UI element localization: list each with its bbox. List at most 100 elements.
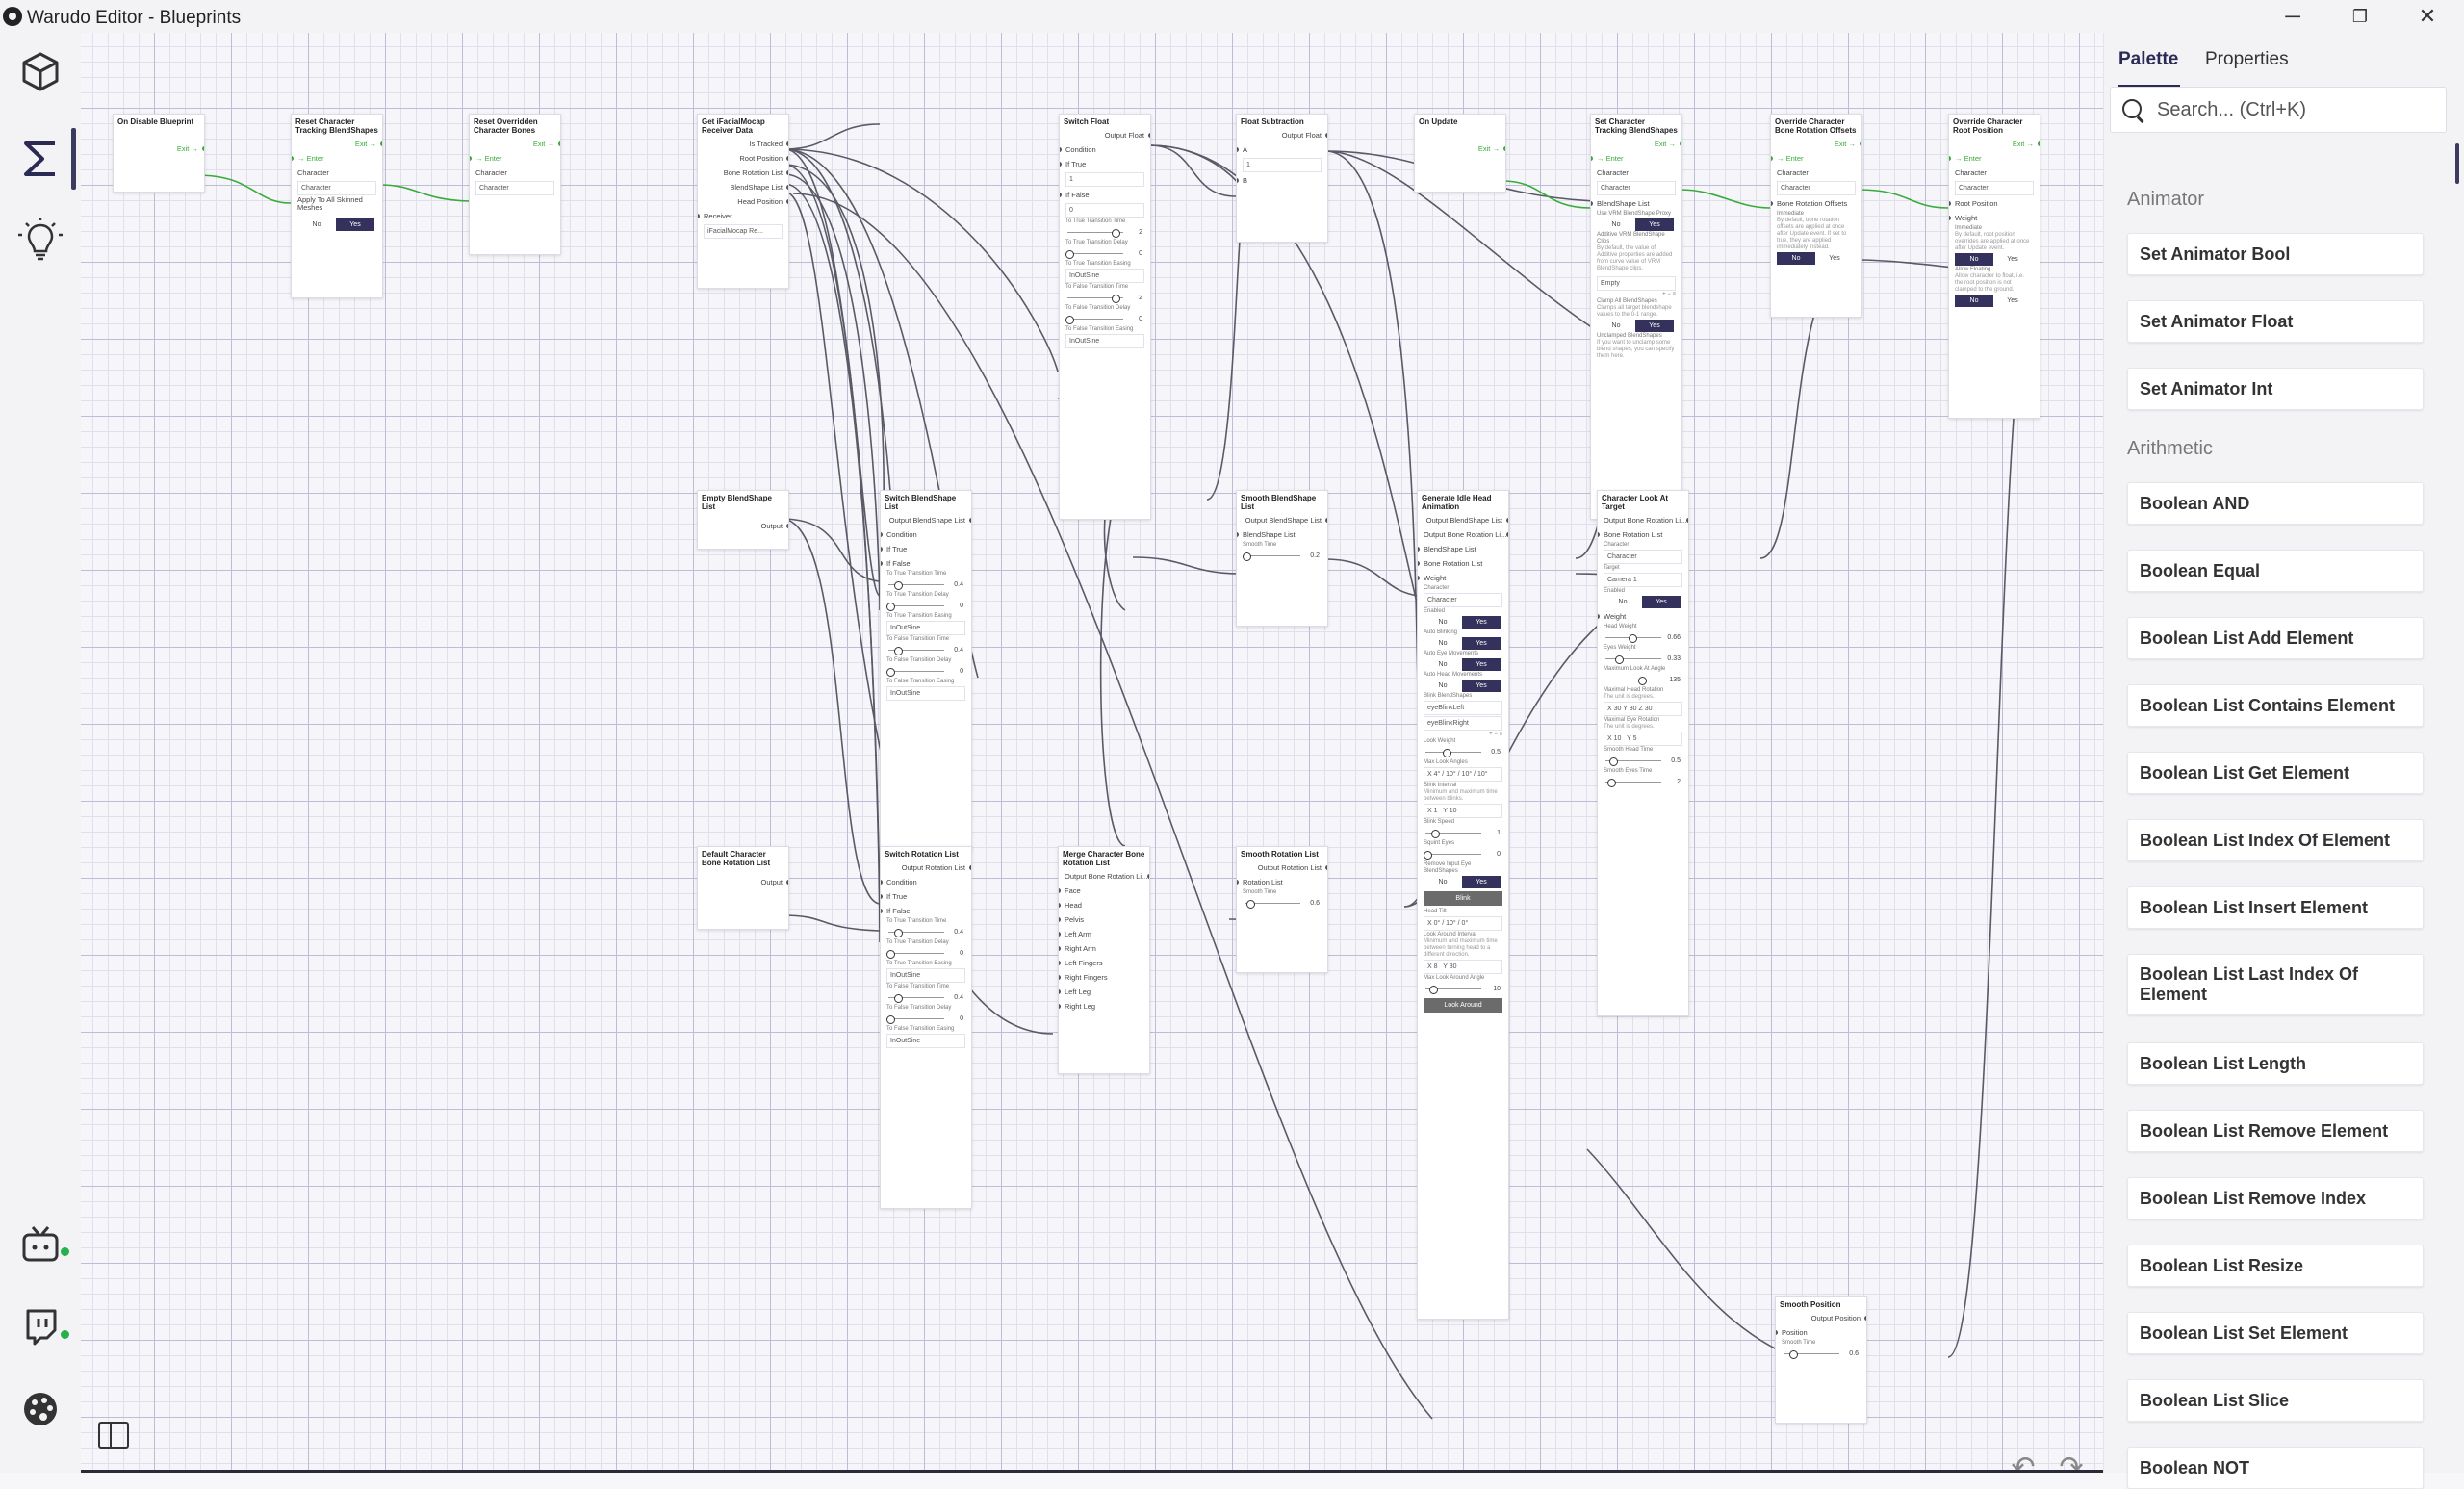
tt-time-slider[interactable]: 0.4 — [886, 578, 965, 591]
lightbulb-icon[interactable] — [16, 216, 64, 264]
search-input[interactable] — [2155, 88, 2438, 132]
node-smooth-position[interactable]: Smooth Position Output Position Position… — [1775, 1296, 1867, 1424]
output-port[interactable]: Output Position — [1776, 1311, 1866, 1325]
if-true-port[interactable]: If True — [881, 889, 971, 904]
head-weight-slider[interactable]: 0.66 — [1604, 631, 1682, 644]
palette-item[interactable]: Boolean List Get Element — [2127, 752, 2424, 794]
tt-easing-select[interactable]: InOutSine — [886, 621, 965, 635]
node-override-root-position[interactable]: Override Character Root Position Exit → … — [1948, 114, 2040, 419]
smooth-time-slider[interactable]: 0.2 — [1243, 550, 1322, 562]
blendshape-list-port[interactable]: BlendShape List — [698, 180, 788, 194]
tt-delay-slider[interactable]: 0 — [886, 600, 965, 612]
condition-port[interactable]: Condition — [1060, 142, 1150, 157]
character-select[interactable]: Character — [1597, 181, 1676, 195]
blink-button[interactable]: Blink — [1424, 891, 1502, 906]
character-select[interactable]: Character — [1424, 593, 1502, 607]
tf-easing-select[interactable]: InOutSine — [1065, 334, 1144, 348]
tf-easing-select[interactable]: InOutSine — [886, 1034, 965, 1048]
left-fingers-port[interactable]: Left Fingers — [1059, 956, 1149, 970]
sidebar-toggle-icon[interactable] — [98, 1422, 129, 1449]
right-fingers-port[interactable]: Right Fingers — [1059, 970, 1149, 985]
tt-time-slider[interactable]: 0.4 — [886, 926, 965, 938]
redo-icon[interactable]: ↷ — [2059, 1451, 2084, 1474]
squint-slider[interactable]: 0 — [1424, 848, 1502, 860]
if-false-port[interactable]: If False — [881, 556, 971, 571]
sigma-icon[interactable] — [16, 135, 64, 183]
search-box[interactable] — [2110, 87, 2447, 133]
node-switch-float[interactable]: Switch Float Output Float Condition If T… — [1059, 114, 1151, 520]
if-false-port[interactable]: If False — [1060, 188, 1150, 202]
palette-item[interactable]: Boolean List Add Element — [2127, 617, 2424, 659]
node-on-update[interactable]: On Update Exit → — [1414, 114, 1506, 193]
output-port[interactable]: Output Rotation List — [1237, 860, 1327, 875]
palette-item[interactable]: Boolean List Remove Index — [2127, 1177, 2424, 1219]
head-position-port[interactable]: Head Position — [698, 194, 788, 209]
node-default-bone-rotation-list[interactable]: Default Character Bone Rotation List Out… — [697, 846, 789, 930]
node-reset-tracking-blendshapes[interactable]: Reset Character Tracking BlendShapes Exi… — [291, 114, 383, 298]
max-look-slider[interactable]: 135 — [1604, 674, 1682, 686]
tf-delay-slider[interactable]: 0 — [1065, 313, 1144, 325]
node-character-look-at-target[interactable]: Character Look At Target Output Bone Rot… — [1597, 490, 1689, 1016]
exit-port[interactable]: Exit → — [292, 137, 382, 151]
tt-time-slider[interactable]: 2 — [1065, 226, 1144, 239]
weight-port[interactable]: Weight — [1598, 609, 1688, 624]
a-port[interactable]: A — [1237, 142, 1327, 157]
maximize-button[interactable]: ❐ — [2351, 7, 2369, 26]
weight-port[interactable]: Weight — [1949, 211, 2040, 225]
smooth-eyes-slider[interactable]: 2 — [1604, 776, 1682, 788]
tf-easing-select[interactable]: InOutSine — [886, 686, 965, 701]
target-select[interactable]: Camera 1 — [1604, 573, 1682, 587]
blendshape-list-port[interactable]: BlendShape List — [1418, 542, 1508, 556]
node-set-tracking-blendshapes[interactable]: Set Character Tracking BlendShapes Exit … — [1590, 114, 1682, 520]
right-arm-port[interactable]: Right Arm — [1059, 941, 1149, 956]
exit-port[interactable]: Exit → — [1771, 137, 1861, 151]
node-switch-blendshape-list[interactable]: Switch BlendShape List Output BlendShape… — [880, 490, 972, 853]
left-arm-port[interactable]: Left Arm — [1059, 927, 1149, 941]
tf-time-slider[interactable]: 0.4 — [886, 991, 965, 1004]
output-float-port[interactable]: Output Float — [1060, 128, 1150, 142]
node-on-disable-blueprint[interactable]: On Disable Blueprint Exit → — [113, 114, 205, 193]
palette-item[interactable]: Boolean List Contains Element — [2127, 684, 2424, 727]
look-around-button[interactable]: Look Around — [1424, 998, 1502, 1013]
cube-icon[interactable] — [16, 47, 64, 95]
output-port[interactable]: Output Bone Rotation Li... — [1059, 869, 1149, 884]
character-select[interactable]: Character — [1955, 181, 2034, 195]
exit-port[interactable]: Exit → — [114, 141, 204, 156]
tv-icon[interactable] — [16, 1221, 64, 1270]
tf-delay-slider[interactable]: 0 — [886, 1013, 965, 1025]
position-port[interactable]: Position — [1776, 1325, 1866, 1340]
palette-item[interactable]: Boolean NOT — [2127, 1447, 2424, 1489]
eyes-weight-slider[interactable]: 0.33 — [1604, 653, 1682, 665]
output-port[interactable]: Output Bone Rotation Li... — [1598, 513, 1688, 527]
is-tracked-port[interactable]: Is Tracked — [698, 137, 788, 151]
enter-port[interactable]: → Enter — [470, 151, 560, 166]
palette-item[interactable]: Boolean List Remove Element — [2127, 1110, 2424, 1152]
receiver-select[interactable]: iFacialMocap Re... — [704, 224, 783, 239]
palette-item[interactable]: Set Animator Int — [2127, 368, 2424, 410]
output-float-port[interactable]: Output Float — [1237, 128, 1327, 142]
node-get-receiver-data[interactable]: Get iFacialMocap Receiver Data Is Tracke… — [697, 114, 789, 289]
exit-port[interactable]: Exit → — [470, 137, 560, 151]
character-select[interactable]: Character — [1777, 181, 1856, 195]
smooth-time-slider[interactable]: 0.6 — [1243, 897, 1322, 910]
if-true-port[interactable]: If True — [1060, 157, 1150, 171]
root-position-port[interactable]: Root Position — [698, 151, 788, 166]
a-input[interactable]: 1 — [1243, 158, 1322, 172]
blink-speed-slider[interactable]: 1 — [1424, 827, 1502, 839]
node-empty-blendshape-list[interactable]: Empty BlendShape List Output — [697, 490, 789, 550]
tt-delay-slider[interactable]: 0 — [886, 947, 965, 960]
node-float-subtraction[interactable]: Float Subtraction Output Float A 1 B — [1236, 114, 1328, 243]
enter-port[interactable]: → Enter — [1949, 151, 2040, 166]
node-reset-overridden-bones[interactable]: Reset Overridden Character Bones Exit → … — [469, 114, 561, 255]
blink-right-item[interactable]: eyeBlinkRight — [1424, 716, 1502, 731]
enter-port[interactable]: → Enter — [1591, 151, 1681, 166]
root-position-port[interactable]: Root Position — [1949, 196, 2040, 211]
exit-port[interactable]: Exit → — [1591, 137, 1681, 151]
weight-port[interactable]: Weight — [1418, 571, 1508, 585]
